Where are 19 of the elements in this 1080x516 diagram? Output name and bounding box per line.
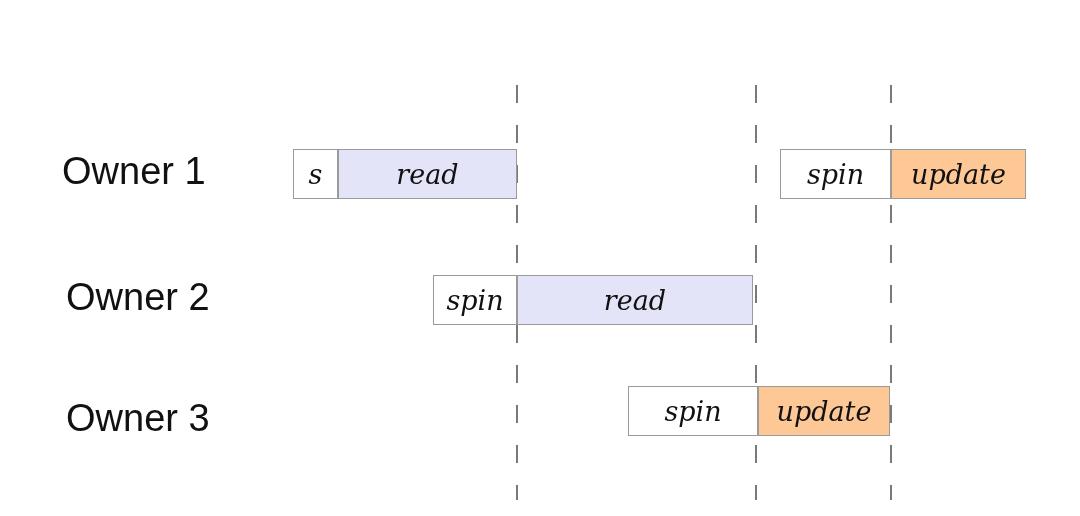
phase-label: s — [308, 158, 323, 190]
phase-label: read — [603, 284, 667, 316]
update-phase-box — [891, 149, 1026, 199]
phase-label: spin — [446, 284, 504, 316]
row-label: Owner 1 — [62, 150, 206, 193]
read-phase-box — [517, 275, 753, 325]
phase-label: read — [396, 158, 459, 190]
row-label: Owner 2 — [66, 276, 210, 319]
lock-phase-box — [628, 386, 758, 436]
update-phase-box — [758, 386, 890, 436]
lock-phase-box — [293, 149, 338, 199]
phase-label: spin — [806, 158, 865, 190]
phase-label: spin — [664, 395, 722, 427]
phase-label: update — [776, 395, 872, 427]
read-phase-box — [338, 149, 517, 199]
phase-label: update — [911, 158, 1006, 190]
lock-phase-box — [780, 149, 891, 199]
lock-phase-box — [433, 275, 517, 325]
row-label: Owner 3 — [66, 397, 210, 440]
